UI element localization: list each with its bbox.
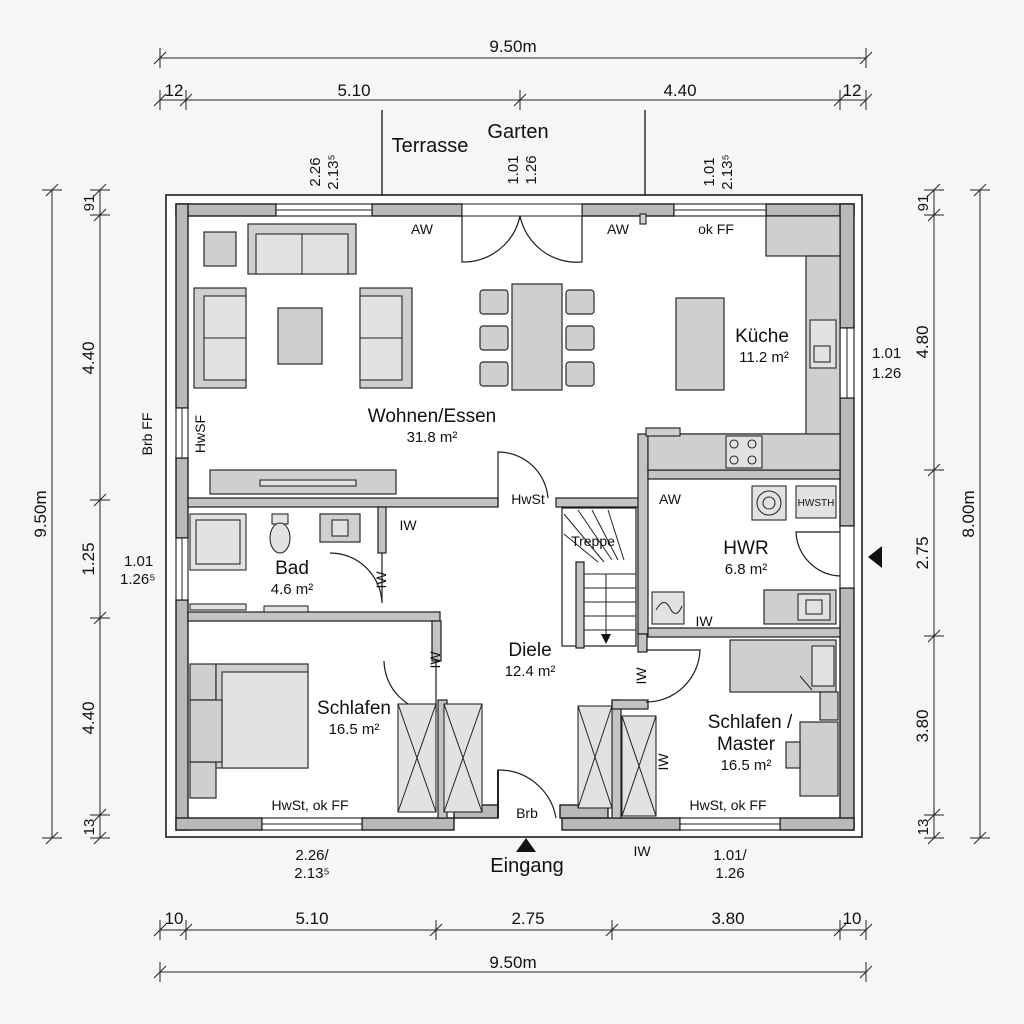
furniture: [189, 213, 841, 817]
label-ok-ff: ok FF: [698, 221, 734, 237]
room-hwr-name: HWR: [723, 538, 768, 559]
room-bad-name: Bad: [275, 558, 309, 579]
terrace-door: [461, 203, 583, 217]
dim-right-13: 13: [915, 819, 932, 836]
room-hwr-area: 6.8 m²: [725, 561, 768, 578]
label-iw-diele-left: IW: [427, 651, 443, 669]
dim-bottom-275: 2.75: [511, 909, 544, 928]
dim-left-440-bottom: 4.40: [79, 701, 98, 734]
dim-top-total: 9.50m: [489, 37, 536, 56]
treppe-label: Treppe: [571, 533, 615, 549]
entrance-arrow: [516, 838, 536, 852]
room-labels: Wohnen/Essen 31.8 m² Küche 11.2 m² Bad 4…: [271, 326, 793, 774]
label-aw-hwr: AW: [659, 491, 682, 507]
terrasse-label: Terrasse: [392, 135, 469, 157]
label-iw-master: IW: [655, 753, 671, 771]
window-bottom-right-height: 1.26: [715, 865, 744, 882]
label-hwst-top: HwSt: [511, 491, 545, 507]
window-bottom-left-width: 2.26/: [295, 847, 329, 864]
dim-right-275: 2.75: [913, 536, 932, 569]
window-bottom-left-height: 2.13⁵: [294, 865, 329, 882]
window-kitchen-height: 1.26: [872, 365, 901, 382]
door-top-mid-width: 1.01: [505, 155, 522, 184]
dimension-labels: 9.50m 12 5.10 4.40 12 10 5.10 2.75 3.80 …: [31, 37, 978, 972]
label-iw-hwr: IW: [695, 613, 713, 629]
dim-left-total: 9.50m: [31, 490, 50, 537]
dim-left-125: 1.25: [79, 542, 98, 575]
dim-bottom-510: 5.10: [295, 909, 328, 928]
doors: [329, 203, 882, 852]
room-diele-area: 12.4 m²: [505, 663, 556, 680]
window-labels: 2.26 2.13⁵ 1.01 1.26 1.01 2.13⁵ 1.01 1.2…: [120, 154, 901, 882]
label-iw-bad: IW: [399, 517, 417, 533]
dim-right-91: 91: [915, 195, 932, 212]
staircase: [561, 507, 637, 647]
dim-top-12-left: 12: [165, 81, 184, 100]
window-top-left-height: 2.13⁵: [325, 154, 342, 189]
room-bad-area: 4.6 m²: [271, 581, 314, 598]
door-top-mid-height: 1.26: [523, 155, 540, 184]
label-iw-bad-door: IW: [373, 571, 389, 589]
window-kitchen-width: 1.01: [872, 345, 901, 362]
window-bath-width: 1.01: [124, 553, 153, 570]
windows: [175, 203, 855, 831]
room-master-area: 16.5 m²: [721, 757, 772, 774]
dim-right-total: 8.00m: [959, 490, 978, 537]
label-brb: Brb: [516, 805, 538, 821]
label-hwst-okff-left: HwSt, ok FF: [271, 797, 348, 813]
dim-left-440-top: 4.40: [79, 341, 98, 374]
room-kueche-area: 11.2 m²: [739, 349, 789, 366]
dim-right-480: 4.80: [913, 325, 932, 358]
label-brb-ff: Brb FF: [139, 413, 155, 456]
hwr-entrance-arrow: [868, 546, 882, 568]
room-schlafen-area: 16.5 m²: [329, 721, 380, 738]
dim-top-440: 4.40: [663, 81, 696, 100]
dim-top-510: 5.10: [337, 81, 370, 100]
label-iw-diele-right: IW: [633, 667, 649, 685]
dim-bottom-380: 3.80: [711, 909, 744, 928]
window-bottom-right-width: 1.01/: [713, 847, 747, 864]
dim-left-13: 13: [81, 819, 98, 836]
dim-top-12-right: 12: [843, 81, 862, 100]
label-hwst-okff-right: HwSt, ok FF: [689, 797, 766, 813]
room-schlafen-name: Schlafen: [317, 698, 391, 719]
room-master-name-line1: Schlafen /: [708, 712, 793, 733]
eingang-label: Eingang: [490, 855, 563, 877]
dimension-lines: [42, 48, 990, 982]
window-top-right-height: 2.13⁵: [719, 154, 736, 189]
room-wohnen-area: 31.8 m²: [407, 429, 458, 446]
window-top-left-width: 2.26: [307, 157, 324, 186]
label-hwsf: HwSF: [192, 415, 208, 453]
dim-bottom-10-right: 10: [843, 909, 862, 928]
window-top-right-width: 1.01: [701, 157, 718, 186]
dim-bottom-10-left: 10: [165, 909, 184, 928]
room-kueche-name: Küche: [735, 326, 789, 347]
room-wohnen-name: Wohnen/Essen: [368, 406, 497, 427]
outside-labels: Terrasse Garten Eingang: [392, 121, 564, 877]
room-master-name-line2: Master: [717, 734, 776, 755]
dim-bottom-total: 9.50m: [489, 953, 536, 972]
annotation-labels: AW AW ok FF HwSt HwSF Brb FF AW IW IW IW…: [139, 221, 834, 859]
label-aw-2: AW: [607, 221, 630, 237]
label-hwsth: HWSTH: [798, 498, 835, 509]
label-aw-1: AW: [411, 221, 434, 237]
garten-label: Garten: [487, 121, 548, 143]
window-bath-height: 1.26⁵: [120, 571, 155, 588]
dim-left-91: 91: [81, 195, 98, 212]
label-iw-bottom: IW: [633, 843, 651, 859]
room-diele-name: Diele: [508, 640, 551, 661]
dim-right-380: 3.80: [913, 709, 932, 742]
